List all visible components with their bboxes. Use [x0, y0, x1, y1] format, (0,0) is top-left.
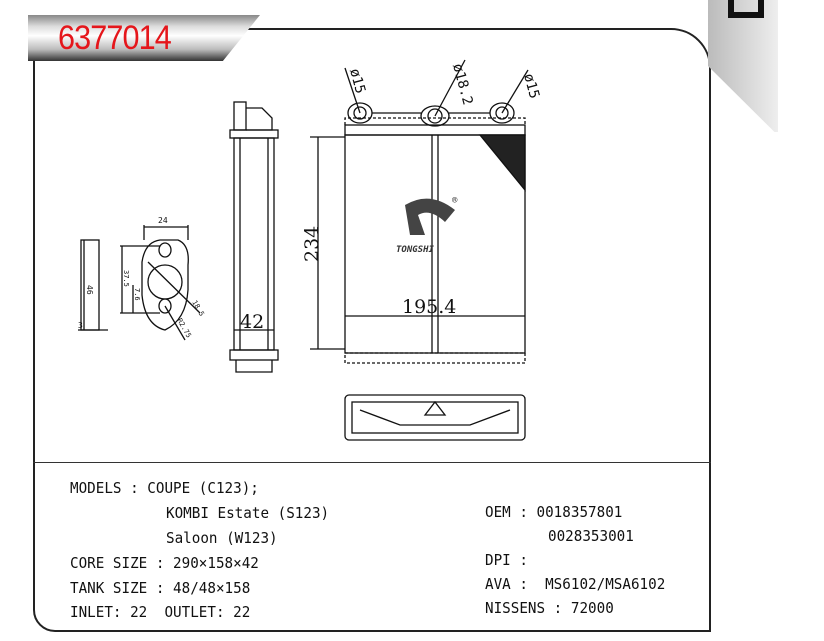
- flange-face-view: 24 37.5 7.6 18.5 R2.75: [120, 216, 206, 341]
- radiator-side-view: 42: [229, 101, 279, 373]
- tank-size: TANK SIZE : 48/48×158: [70, 579, 251, 597]
- spec-sheet-frame: [33, 28, 711, 632]
- oem-line-1: OEM : 0018357801: [485, 503, 623, 521]
- width-dim: 195.4: [402, 296, 456, 318]
- flange-height-dim: 46: [85, 285, 94, 295]
- inlet-outlet: INLET: 22 OUTLET: 22: [70, 603, 251, 621]
- models-line-3: Saloon (W123): [166, 529, 278, 547]
- depth-dim: 42: [240, 311, 264, 333]
- pipe-label-left: ø15: [346, 67, 368, 96]
- nissens: NISSENS : 72000: [485, 599, 614, 617]
- brand-logo: TONGSHI ®: [396, 196, 458, 255]
- pipe-center: [420, 105, 450, 127]
- height-dim: 234: [301, 226, 323, 262]
- side-tab-letter-icon: [728, 0, 764, 18]
- flange-offset-dim: 7.6: [133, 288, 141, 301]
- ava: AVA : MS6102/MSA6102: [485, 575, 666, 593]
- models-line-1: MODELS : COUPE (C123);: [70, 479, 259, 497]
- logo-registered-mark: ®: [452, 196, 458, 206]
- flange-edge-view: 46 3: [78, 239, 108, 331]
- flange-hole-spacing-dim: 37.5: [122, 270, 130, 287]
- part-number-banner: 6377014: [28, 15, 260, 61]
- part-number: 6377014: [58, 19, 172, 57]
- flange-width-dim: 24: [158, 216, 168, 225]
- section-divider: [33, 462, 711, 463]
- dpi: DPI :: [485, 551, 528, 569]
- oem-line-2: 0028353001: [548, 527, 634, 545]
- pipe-label-right: ø15: [520, 72, 542, 101]
- flange-bore-dim: 18.5: [190, 299, 205, 318]
- core-size: CORE SIZE : 290×158×42: [70, 554, 259, 572]
- pipe-label-center: ø18.2: [449, 62, 475, 107]
- radiator-bottom-view: [344, 394, 526, 441]
- flange-thickness-dim: 3: [78, 321, 83, 330]
- models-line-2: KOMBI Estate (S123): [166, 504, 330, 522]
- logo-text: TONGSHI: [396, 245, 435, 255]
- radiator-front-view: ø15 ø18.2 ø15 234 195.4 TONGSHI ®: [301, 59, 542, 364]
